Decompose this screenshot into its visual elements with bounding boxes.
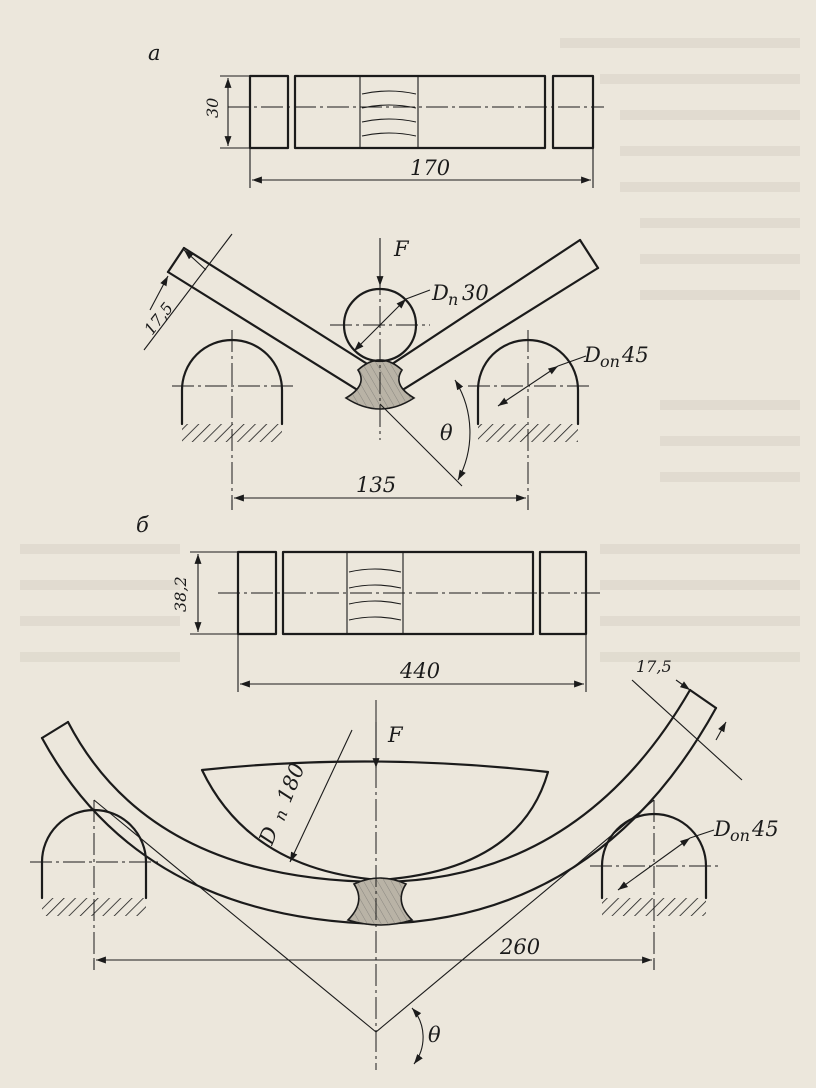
support-a-sub: оп: [600, 352, 620, 371]
punch-b: [200, 760, 550, 882]
punch-b-sub: п: [270, 807, 291, 824]
specimen-outer-a: [182, 238, 582, 374]
punch-b-value: 180: [272, 760, 309, 806]
dim-a-span: 135: [356, 473, 396, 497]
punch-a-value: 30: [462, 281, 489, 305]
angle-b-label: θ: [428, 1023, 441, 1047]
support-b-value: 45: [751, 817, 779, 841]
support-a-symbol: D: [583, 343, 601, 367]
punch-a-sub: п: [448, 290, 458, 309]
dim-a-thickness: 30: [203, 98, 222, 118]
panel-a-label: а: [148, 41, 161, 65]
support-b-sub: оп: [730, 826, 750, 845]
panel-b-label: б: [136, 513, 149, 537]
panel-b-bend-test: F D п 180 D оп 45 17,5 θ: [30, 657, 779, 1070]
dim-a-width: 17,5: [140, 299, 177, 339]
background-text: [20, 38, 800, 662]
panel-a-specimen-top-view: 30 170: [203, 74, 604, 188]
panel-b: б 38,2 440: [30, 513, 779, 1070]
dim-b-width: 17,5: [636, 657, 672, 676]
punch-a-symbol: D: [431, 281, 449, 305]
panel-a-bend-test: D п 30 F D оп 45 17,5 θ 135: [140, 233, 649, 510]
dim-b-span: 260: [499, 935, 540, 959]
dim-b-thickness: 38,2: [171, 576, 190, 612]
force-a-label: F: [393, 237, 410, 261]
specimen-inner-b: [66, 688, 692, 884]
angle-a-label: θ: [440, 421, 453, 445]
punch-b-symbol: D: [254, 823, 283, 849]
panel-b-specimen-top-view: 38,2 440: [171, 550, 600, 692]
dim-a-length: 170: [410, 156, 450, 180]
support-a-value: 45: [621, 343, 649, 367]
dim-b-length: 440: [399, 659, 440, 683]
panel-a: а 30 170: [140, 41, 649, 510]
force-b-label: F: [387, 723, 404, 747]
support-b-symbol: D: [713, 817, 731, 841]
